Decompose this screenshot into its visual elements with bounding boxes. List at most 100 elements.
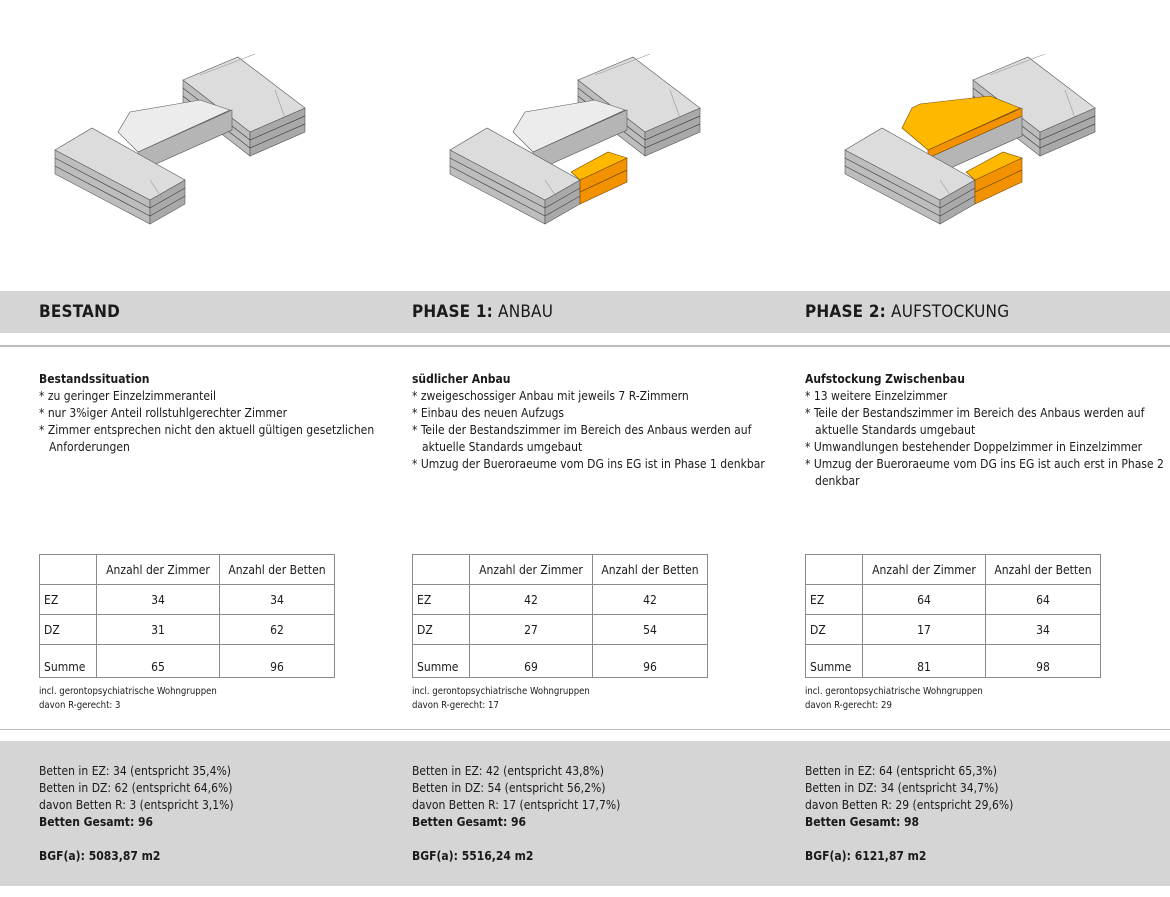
summary: Betten in EZ: 42 (entspricht 43,8%) Bette… — [412, 763, 620, 865]
spacer — [412, 831, 620, 848]
table-cell: DZ — [805, 614, 863, 645]
summary: Betten in EZ: 34 (entspricht 35,4%) Bette… — [39, 763, 234, 865]
table-cell — [805, 554, 863, 585]
beds-total: Betten Gesamt: 96 — [412, 815, 527, 829]
table-cell: Summe — [805, 644, 863, 678]
summary-line: davon Betten R: 3 (entspricht 3,1%) — [39, 798, 234, 812]
description-item: * Zimmer entsprechen nicht den aktuell g… — [39, 423, 375, 454]
table-cell — [39, 554, 97, 585]
summary-line: Betten in EZ: 64 (entspricht 65,3%) — [805, 764, 997, 778]
summary-line: davon Betten R: 17 (entspricht 17,7%) — [412, 798, 621, 812]
table-cell: 64 — [862, 584, 986, 615]
table-cell — [412, 554, 470, 585]
description-heading: Aufstockung Zwischenbau — [805, 372, 965, 386]
column-title: PHASE 1: ANBAU — [412, 302, 554, 322]
description-heading: südlicher Anbau — [412, 372, 511, 386]
table-cell: 98 — [985, 644, 1101, 678]
note-line: davon R-gerecht: 17 — [412, 700, 499, 711]
table-cell: Anzahl der Betten — [592, 554, 708, 585]
table-cell: 42 — [469, 584, 593, 615]
table-cell: 34 — [985, 614, 1101, 645]
summary-line: davon Betten R: 29 (entspricht 29,6%) — [805, 798, 1014, 812]
table-cell: 96 — [219, 644, 335, 678]
divider — [0, 729, 1170, 730]
building-diagrams — [54, 53, 1096, 225]
column-title: PHASE 2: AUFSTOCKUNG — [805, 302, 1010, 322]
summary-line: Betten in DZ: 34 (entspricht 34,7%) — [805, 781, 999, 795]
summary: Betten in EZ: 64 (entspricht 65,3%) Bette… — [805, 763, 1013, 865]
note-line: davon R-gerecht: 3 — [39, 700, 121, 711]
table-cell: 81 — [862, 644, 986, 678]
summary-band — [0, 741, 1170, 886]
table-cell: 69 — [469, 644, 593, 678]
beds-total: Betten Gesamt: 96 — [39, 815, 154, 829]
table-cell: Anzahl der Zimmer — [469, 554, 593, 585]
column-title: BESTAND — [39, 302, 120, 322]
table-cell: 62 — [219, 614, 335, 645]
table-notes: incl. gerontopsychiatrische Wohngruppen d… — [39, 685, 217, 713]
bgf-area: BGF(a): 5083,87 m2 — [39, 849, 161, 863]
table-cell: 96 — [592, 644, 708, 678]
divider — [0, 345, 1170, 347]
table-cell: 17 — [862, 614, 986, 645]
bgf-area: BGF(a): 5516,24 m2 — [412, 849, 534, 863]
spacer — [39, 831, 234, 848]
table-cell: Anzahl der Zimmer — [862, 554, 986, 585]
description-item: * zweigeschossiger Anbau mit jeweils 7 R… — [412, 389, 689, 403]
table-cell: Anzahl der Betten — [985, 554, 1101, 585]
table-notes: incl. gerontopsychiatrische Wohngruppen d… — [412, 685, 590, 713]
summary-line: Betten in EZ: 34 (entspricht 35,4%) — [39, 764, 231, 778]
table-cell: 31 — [96, 614, 220, 645]
table-cell: DZ — [39, 614, 97, 645]
table-cell: 42 — [592, 584, 708, 615]
description-heading: Bestandssituation — [39, 372, 150, 386]
table-cell: 64 — [985, 584, 1101, 615]
building-phase-2 — [844, 53, 1096, 225]
table-cell: 54 — [592, 614, 708, 645]
description: Bestandssituation * zu geringer Einzelzi… — [39, 371, 399, 456]
description-item: * Umwandlungen bestehender Doppelzimmer … — [805, 440, 1143, 454]
description-item: * Teile der Bestandszimmer im Bereich de… — [805, 406, 1145, 437]
table-cell: Summe — [39, 644, 97, 678]
building-phase-1 — [449, 53, 701, 225]
note-line: incl. gerontopsychiatrische Wohngruppen — [412, 686, 590, 697]
description-item: * zu geringer Einzelzimmeranteil — [39, 389, 216, 403]
summary-line: Betten in DZ: 62 (entspricht 64,6%) — [39, 781, 233, 795]
summary-line: Betten in EZ: 42 (entspricht 43,8%) — [412, 764, 604, 778]
spacer — [805, 831, 1013, 848]
description: Aufstockung Zwischenbau * 13 weitere Ein… — [805, 371, 1165, 490]
table-cell: EZ — [39, 584, 97, 615]
table-cell: 34 — [96, 584, 220, 615]
table-cell: 34 — [219, 584, 335, 615]
beds-total: Betten Gesamt: 98 — [805, 815, 920, 829]
table-cell: DZ — [412, 614, 470, 645]
header-band — [0, 291, 1170, 333]
description-item: * Teile der Bestandszimmer im Bereich de… — [412, 423, 752, 454]
description-item: * Umzug der Bueroraeume vom DG ins EG is… — [805, 457, 1164, 488]
summary-line: Betten in DZ: 54 (entspricht 56,2%) — [412, 781, 606, 795]
building-bestand — [54, 53, 306, 225]
table-cell: 27 — [469, 614, 593, 645]
table-cell: EZ — [805, 584, 863, 615]
note-line: incl. gerontopsychiatrische Wohngruppen — [39, 686, 217, 697]
table-cell: 65 — [96, 644, 220, 678]
note-line: incl. gerontopsychiatrische Wohngruppen — [805, 686, 983, 697]
description-item: * nur 3%iger Anteil rollstuhlgerechter Z… — [39, 406, 288, 420]
table-cell: EZ — [412, 584, 470, 615]
table-cell: Anzahl der Betten — [219, 554, 335, 585]
